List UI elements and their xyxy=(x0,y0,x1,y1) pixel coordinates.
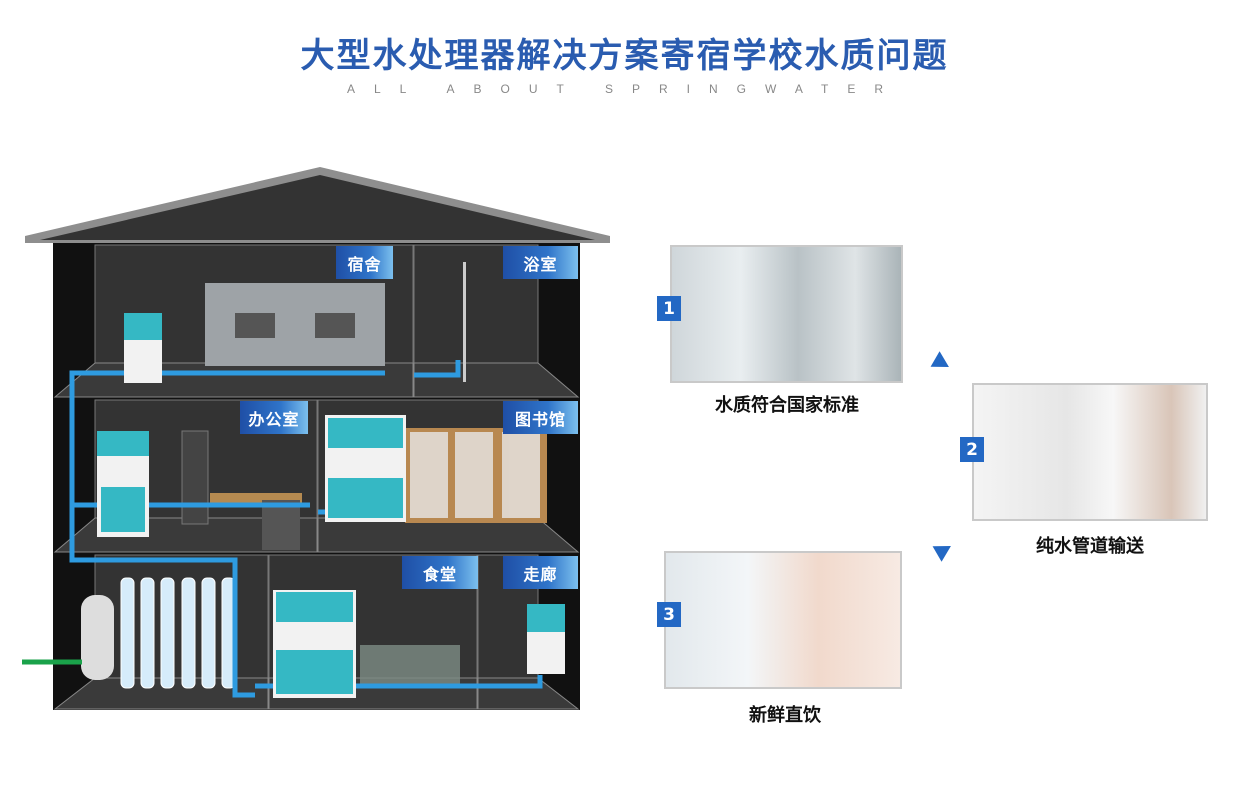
bookshelf xyxy=(181,430,209,525)
step-badge-3: 3 xyxy=(657,602,681,627)
dining-table xyxy=(360,645,460,685)
room-label-bathroom: 浴室 xyxy=(503,246,578,279)
room-label-corridor: 走廊 xyxy=(503,556,578,589)
filter-columns xyxy=(120,577,236,689)
step-caption-1: 水质符合国家标准 xyxy=(715,395,859,416)
photo-drinking-water xyxy=(664,551,902,689)
photo-water-treatment-plant xyxy=(670,245,903,383)
photo-pipeline-dispenser xyxy=(972,383,1208,521)
shower xyxy=(463,262,466,382)
room-label-office: 办公室 xyxy=(240,401,308,434)
pressure-tank xyxy=(81,595,114,680)
arrow-icon xyxy=(930,351,954,375)
step-caption-2: 纯水管道输送 xyxy=(1036,536,1144,557)
step-badge-1: 1 xyxy=(657,296,681,321)
page-subtitle: ALL ABOUT SPRINGWATER xyxy=(346,82,903,96)
room-label-canteen: 食堂 xyxy=(402,556,478,589)
house-diagram xyxy=(22,167,610,710)
office-desk xyxy=(210,493,302,503)
arrow-icon xyxy=(932,538,956,562)
step-caption-3: 新鲜直饮 xyxy=(749,705,821,726)
room-label-library: 图书馆 xyxy=(503,401,578,434)
dorm-bunk xyxy=(205,283,385,366)
room-label-dorm: 宿舍 xyxy=(336,246,393,279)
page-title: 大型水处理器解决方案寄宿学校水质问题 xyxy=(300,36,949,76)
water-dispensers xyxy=(97,313,565,698)
step-badge-2: 2 xyxy=(960,437,984,462)
